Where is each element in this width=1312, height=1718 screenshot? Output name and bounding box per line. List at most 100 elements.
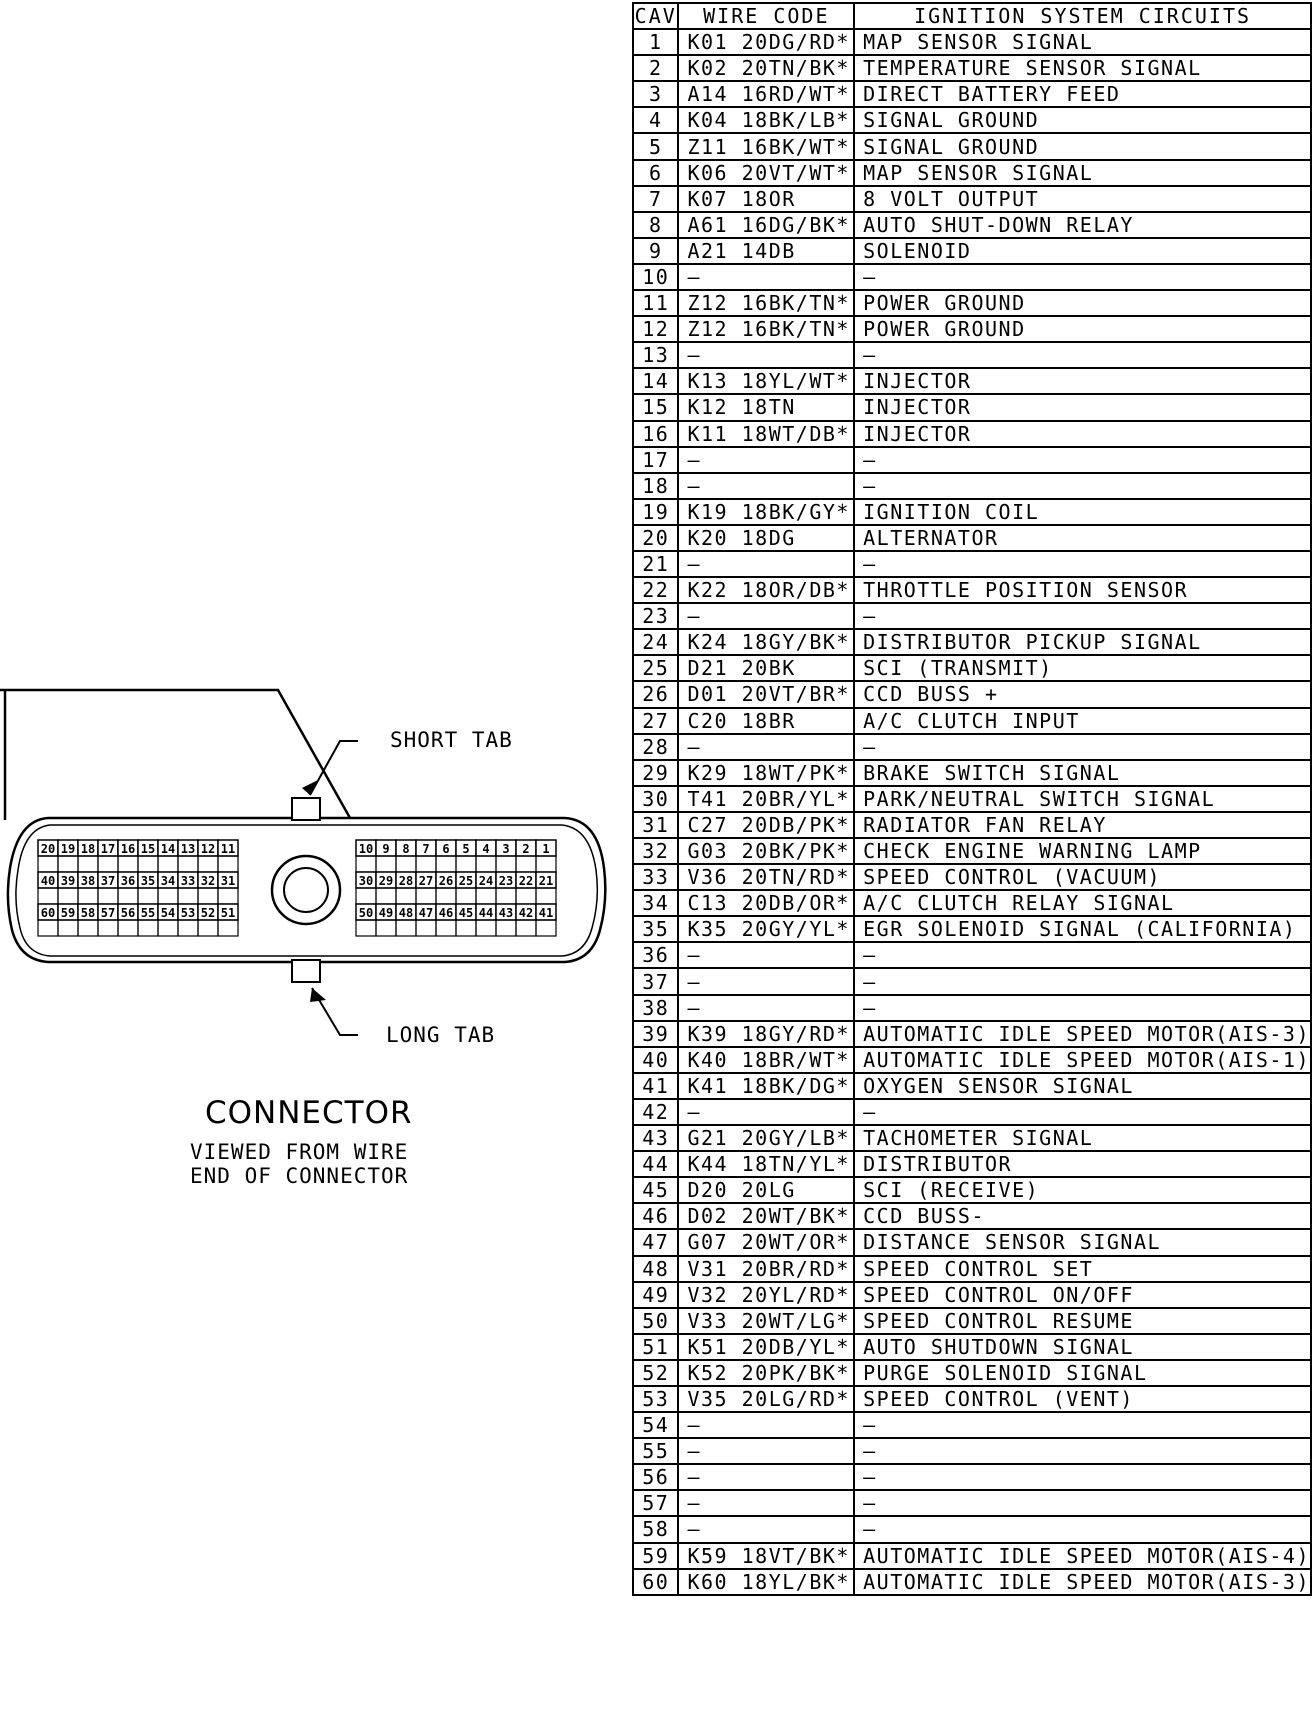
circuit-cell: —: [853, 967, 1312, 996]
pin-number: 24: [479, 874, 493, 888]
pin-cavity-lower: [415, 887, 437, 905]
wire-code-cell: Z11 16BK/WT*: [677, 132, 856, 161]
wire-code-cell: K60 18YL/BK*: [677, 1567, 856, 1596]
pin-number: 56: [121, 906, 135, 920]
pin-cavity-lower: [57, 887, 79, 905]
cav-cell: 20: [631, 523, 680, 552]
wire-code-cell: A21 14DB: [677, 236, 856, 265]
wire-code-cell: K52 20PK/BK*: [677, 1358, 856, 1387]
pin-number: 26: [439, 874, 453, 888]
pin-number: 17: [101, 842, 115, 856]
cav-cell: 60: [631, 1567, 680, 1596]
cav-cell: 50: [631, 1306, 680, 1335]
pin-cavity-lower: [97, 919, 119, 937]
pin-cavity-lower: [217, 919, 239, 937]
pin-cavity-lower: [495, 887, 517, 905]
table-row: 17——: [631, 445, 1312, 474]
pin-number: 27: [419, 874, 433, 888]
pin-cavity-lower: [455, 855, 477, 873]
wire-code-cell: —: [677, 1489, 856, 1518]
pin-number: 48: [399, 906, 413, 920]
pin-number: 30: [359, 874, 373, 888]
circuit-cell: CCD BUSS +: [853, 680, 1312, 709]
wire-code-cell: —: [677, 732, 856, 761]
pin-cavity-lower: [435, 919, 457, 937]
table-row: 28——: [631, 732, 1312, 761]
circuit-cell: —: [853, 941, 1312, 970]
pin-number: 19: [61, 842, 75, 856]
circuit-cell: —: [853, 1463, 1312, 1492]
pin-number: 52: [201, 906, 215, 920]
center-post: [270, 854, 342, 926]
cav-cell: 30: [631, 784, 680, 813]
pin-number: 14: [161, 842, 175, 856]
circuit-cell: RADIATOR FAN RELAY: [853, 810, 1312, 840]
circuit-cell: SCI (RECEIVE): [853, 1176, 1312, 1205]
pin-cavity-lower: [515, 887, 537, 905]
cav-cell: 41: [631, 1071, 680, 1100]
pin-cavity-lower: [197, 855, 219, 873]
circuit-cell: —: [853, 602, 1312, 631]
wire-code-cell: D02 20WT/BK*: [677, 1202, 856, 1231]
table-row: 58——: [631, 1515, 1312, 1544]
pin-cavity-lower: [495, 855, 517, 873]
pin-number: 3: [502, 842, 509, 856]
pin-number: 13: [181, 842, 195, 856]
pin-number: 12: [201, 842, 215, 856]
cav-cell: 24: [631, 628, 680, 657]
pin-number: 39: [61, 874, 75, 888]
wire-code-cell: K12 18TN: [677, 393, 856, 422]
pin-number: 11: [221, 842, 235, 856]
wire-code-cell: G03 20BK/PK*: [677, 836, 856, 866]
pin-cavity-lower: [355, 919, 377, 937]
circuit-cell: —: [853, 341, 1312, 370]
cav-cell: 58: [631, 1515, 680, 1544]
cav-cell: 43: [631, 1124, 680, 1153]
wire-code-cell: D20 20LG: [677, 1176, 856, 1205]
circuit-cell: AUTOMATIC IDLE SPEED MOTOR(AIS-1): [853, 1045, 1312, 1074]
wire-code-cell: C20 18BR: [677, 706, 856, 735]
wire-code-cell: T41 20BR/YL*: [677, 784, 856, 813]
cav-cell: 34: [631, 889, 680, 918]
pin-cavity-lower: [535, 919, 557, 937]
pin-number: 33: [181, 874, 195, 888]
pin-number: 4: [482, 842, 489, 856]
cav-cell: 3: [631, 80, 680, 109]
cav-cell: 45: [631, 1176, 680, 1205]
pin-number: 25: [459, 874, 473, 888]
table-row: 57——: [631, 1489, 1312, 1518]
cav-cell: 56: [631, 1463, 680, 1492]
cav-cell: 40: [631, 1045, 680, 1074]
cav-cell: 39: [631, 1019, 680, 1048]
pin-number: 57: [101, 906, 115, 920]
wire-code-cell: K35 20GY/YL*: [677, 915, 856, 944]
cav-cell: 48: [631, 1254, 680, 1283]
pin-number: 10: [359, 842, 373, 856]
wire-code-cell: K39 18GY/RD*: [677, 1019, 856, 1048]
wire-code-cell: K40 18BR/WT*: [677, 1045, 856, 1074]
pin-cavity-lower: [475, 855, 497, 873]
wire-code-cell: D21 20BK: [677, 654, 856, 683]
circuit-cell: —: [853, 471, 1312, 500]
cav-cell: 54: [631, 1411, 680, 1440]
pin-cavity-lower: [137, 919, 159, 937]
table-row: 21——: [631, 549, 1312, 579]
cav-cell: 11: [631, 289, 680, 318]
pin-cavity-lower: [197, 887, 219, 905]
circuit-cell: —: [853, 1489, 1312, 1518]
cav-cell: 5: [631, 132, 680, 161]
pin-cavity-lower: [137, 887, 159, 905]
cav-cell: 44: [631, 1150, 680, 1179]
wire-code-cell: —: [677, 549, 856, 579]
pin-cavity-lower: [157, 887, 179, 905]
header-wire-code: WIRE CODE: [677, 1, 856, 31]
